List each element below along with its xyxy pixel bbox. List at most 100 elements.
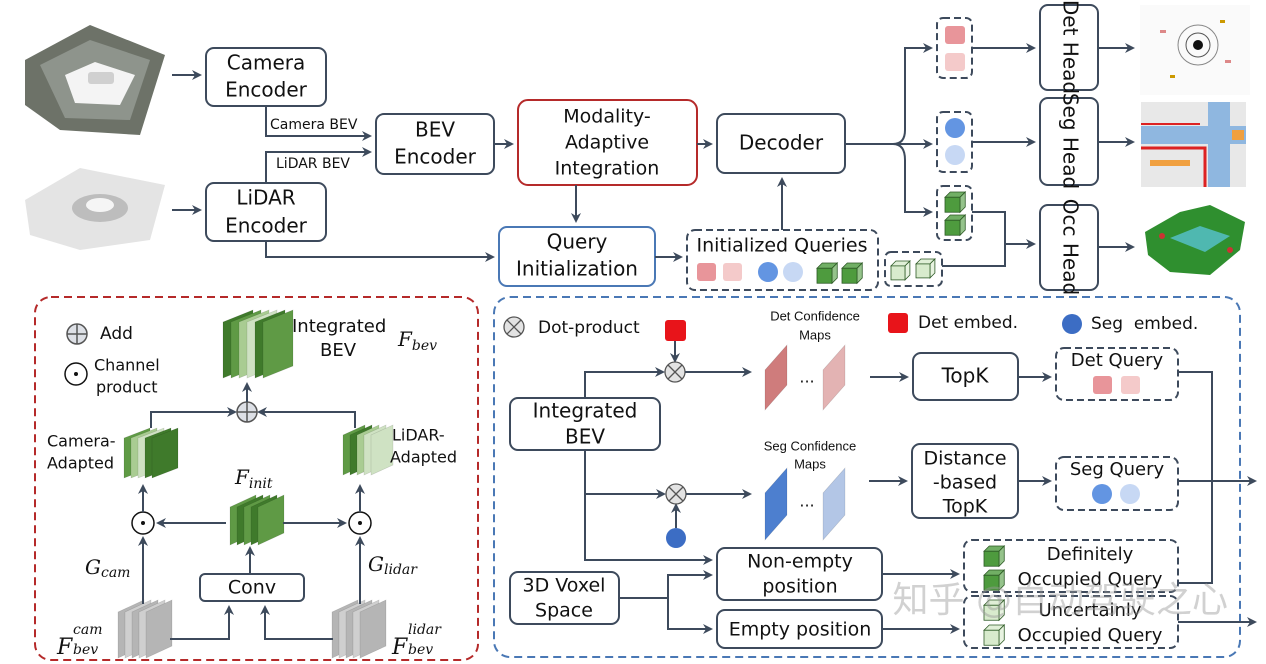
f-bev-lidar-symbol: F bbox=[391, 635, 408, 660]
g-lidar-symbol: Glidar bbox=[368, 552, 418, 579]
camera-encoder-label: Camera bbox=[227, 51, 306, 75]
segmentation-output-image bbox=[1141, 102, 1246, 187]
uncertainly-occupied-query-box: Uncertainly Occupied Query bbox=[963, 595, 1179, 649]
camera-encoder-box: Camera Encoder bbox=[205, 47, 327, 107]
det-embed-input bbox=[665, 320, 686, 341]
distance-topk-label-1: Distance bbox=[923, 448, 1006, 470]
query-initialization-box: Query Initialization bbox=[498, 226, 656, 287]
seg-conf-maps-label-1: Seg Confidence bbox=[764, 438, 857, 453]
mai-label-3: Integration bbox=[555, 158, 660, 180]
integrated-bev-stack-slab-6 bbox=[262, 309, 294, 379]
lidar-encoder-label: LiDAR bbox=[236, 186, 295, 210]
det-conf-map-last-slab-1 bbox=[822, 344, 846, 411]
seg-query-box: Seg Query bbox=[1055, 456, 1179, 511]
f-bev-lidar-sub: bev bbox=[408, 642, 433, 658]
camera-surround-images bbox=[25, 25, 165, 135]
det-query-box: Det Query bbox=[1055, 347, 1179, 401]
seg-query-circle-dark bbox=[1092, 484, 1112, 504]
channel-product-operator-lidar bbox=[348, 511, 372, 535]
camera-adapted-label-1: Camera- bbox=[47, 432, 116, 451]
camera-encoder-label-2: Encoder bbox=[225, 78, 308, 102]
non-empty-position-box: Non-empty position bbox=[716, 547, 883, 601]
voxel-space-label-2: Space bbox=[535, 600, 593, 622]
seg-conf-map-first-slab-1 bbox=[764, 467, 788, 541]
f-init-symbol: Finit bbox=[234, 465, 273, 493]
occ-out-cube-2 bbox=[944, 219, 961, 236]
init-occ-light-cube-1 bbox=[890, 265, 906, 281]
f-bev-symbol: Fbev bbox=[397, 327, 437, 355]
integrated-bev-label-2: BEV bbox=[320, 340, 357, 361]
non-empty-label-2: position bbox=[762, 576, 837, 598]
uncertainly-label-1: Uncertainly bbox=[1038, 600, 1141, 621]
uncertainly-cube-1 bbox=[983, 604, 1000, 621]
seg-query-circle-dark bbox=[945, 118, 965, 138]
channel-product-operator-cam bbox=[131, 511, 155, 535]
lidar-adapted-label-1: LiDAR- bbox=[392, 426, 445, 445]
f-init-stack-slab-5 bbox=[257, 494, 285, 546]
add-operator bbox=[236, 401, 258, 423]
non-empty-label-1: Non-empty bbox=[747, 551, 853, 573]
det-conf-maps-label-2: Maps bbox=[799, 327, 831, 342]
channel-product-label-2: product bbox=[96, 378, 158, 397]
f-bev-lidar-sup: lidar bbox=[408, 622, 442, 638]
occ-query-output bbox=[936, 185, 973, 241]
init-occ-cube-1 bbox=[816, 267, 833, 284]
initialized-queries-label: Initialized Queries bbox=[697, 235, 868, 257]
det-query-output bbox=[936, 17, 973, 79]
mai-label-1: Modality- bbox=[563, 106, 651, 128]
voxel-space-label-1: 3D Voxel bbox=[523, 575, 606, 597]
init-seg-query-light bbox=[783, 262, 803, 282]
init-occ-light-cube-2 bbox=[915, 263, 931, 279]
integrated-bev-label-1: Integrated bbox=[533, 399, 638, 423]
camera-adapted-label-2: Adapted bbox=[47, 454, 114, 473]
det-maps-ellipsis: ... bbox=[799, 368, 814, 387]
occ-head-label: Occ Head bbox=[1059, 199, 1083, 295]
seg-head-label: Seg Head bbox=[1059, 93, 1083, 189]
detection-output-image bbox=[1140, 5, 1250, 95]
occ-out-cube-1 bbox=[944, 196, 961, 213]
seg-query-circle-light bbox=[945, 145, 965, 165]
mai-label-2: Adaptive bbox=[565, 132, 649, 154]
seg-embed-input bbox=[666, 528, 686, 548]
modality-adaptive-integration-box: Modality- Adaptive Integration bbox=[517, 99, 698, 186]
det-query-square-light bbox=[945, 53, 965, 71]
init-det-query-light bbox=[723, 263, 742, 281]
channel-product-legend-icon bbox=[64, 362, 88, 386]
det-embed-legend-icon bbox=[888, 313, 908, 333]
uncertainly-label-2: Occupied Query bbox=[1018, 625, 1163, 646]
det-head-label: Det Head bbox=[1059, 0, 1083, 94]
modality-adaptive-detail-panel bbox=[34, 296, 479, 661]
lidar-adapted-stack-slab-5 bbox=[370, 424, 394, 476]
lidar-bev-label: LiDAR BEV bbox=[276, 156, 350, 172]
topk-box: TopK bbox=[912, 352, 1019, 401]
conv-box: Conv bbox=[199, 573, 305, 602]
lidar-adapted-label-2: Adapted bbox=[390, 448, 457, 467]
camera-bev-label: Camera BEV bbox=[270, 117, 358, 133]
lidar-encoder-label-2: Encoder bbox=[225, 214, 308, 238]
f-bev-cam-sub: bev bbox=[73, 642, 98, 658]
definitely-label-1: Definitely bbox=[1047, 544, 1134, 565]
uncertain-occ-query-mini bbox=[884, 251, 943, 287]
integrated-bev-label-2: BEV bbox=[565, 425, 605, 449]
g-cam-symbol: Gcam bbox=[85, 555, 130, 582]
add-legend-label: Add bbox=[100, 324, 133, 344]
seg-query-output bbox=[936, 111, 973, 173]
init-occ-cube-2 bbox=[841, 267, 858, 284]
watermark: 知乎 @自动驾驶之心 bbox=[893, 580, 1228, 621]
seg-query-circle-light bbox=[1120, 484, 1140, 504]
init-seg-query-dark bbox=[758, 262, 778, 282]
query-init-label-2: Initialization bbox=[516, 257, 638, 281]
empty-position-box: Empty position bbox=[716, 609, 883, 649]
seg-conf-maps-label-2: Maps bbox=[794, 456, 826, 471]
query-initialization-detail-panel bbox=[493, 296, 1241, 658]
distance-topk-label-3: TopK bbox=[942, 496, 988, 518]
add-legend-icon bbox=[66, 323, 88, 345]
det-head-box: Det Head bbox=[1039, 0, 1099, 94]
channel-product-label-1: Channel bbox=[94, 356, 160, 375]
empty-label: Empty position bbox=[729, 619, 872, 641]
init-det-query-dark bbox=[697, 263, 716, 281]
det-embed-legend-label: Det embed. bbox=[918, 313, 1018, 333]
seg-embed-legend-icon bbox=[1062, 314, 1082, 334]
dot-product-legend-icon bbox=[503, 316, 525, 338]
